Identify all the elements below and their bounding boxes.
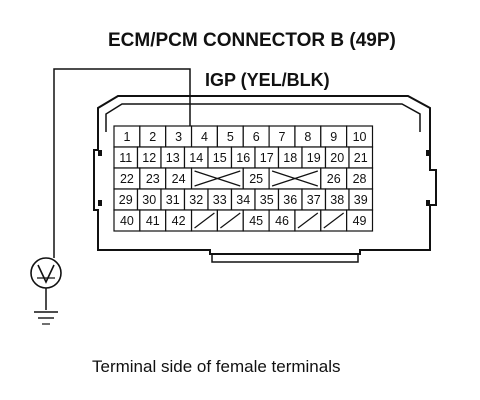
terminal-number: 31 bbox=[166, 193, 180, 207]
terminal-number: 21 bbox=[354, 151, 368, 165]
terminal-number: 26 bbox=[327, 172, 341, 186]
terminal-number: 4 bbox=[201, 130, 208, 144]
terminal-number: 5 bbox=[227, 130, 234, 144]
diagram-title: ECM/PCM CONNECTOR B (49P) bbox=[108, 30, 396, 51]
caption: Terminal side of female terminals bbox=[92, 357, 340, 376]
blank-cavity-mark bbox=[220, 212, 241, 229]
terminal-number: 3 bbox=[175, 130, 182, 144]
terminal-number: 14 bbox=[189, 151, 203, 165]
blank-cavity-mark bbox=[271, 170, 318, 187]
terminal-number: 42 bbox=[172, 214, 186, 228]
terminal-number: 1 bbox=[123, 130, 130, 144]
terminal-number: 25 bbox=[249, 172, 263, 186]
connector-latch bbox=[211, 254, 359, 263]
terminal-number: 8 bbox=[304, 130, 311, 144]
terminal-number: 39 bbox=[354, 193, 368, 207]
terminal-number: 11 bbox=[119, 151, 132, 165]
terminal-number: 28 bbox=[353, 172, 367, 186]
pin-label: IGP (YEL/BLK) bbox=[205, 70, 330, 90]
housing-tab bbox=[426, 150, 430, 156]
terminal-number: 10 bbox=[353, 130, 367, 144]
terminal-number: 34 bbox=[236, 193, 250, 207]
terminal-number: 18 bbox=[283, 151, 297, 165]
terminal-number: 41 bbox=[146, 214, 160, 228]
terminal-number: 22 bbox=[120, 172, 134, 186]
terminal-number: 16 bbox=[236, 151, 250, 165]
terminal-number: 9 bbox=[330, 130, 337, 144]
terminal-number: 6 bbox=[253, 130, 260, 144]
probe-wire bbox=[53, 68, 191, 258]
terminal-number: 15 bbox=[213, 151, 227, 165]
blank-cavity-mark bbox=[194, 170, 241, 187]
housing-tab bbox=[98, 150, 102, 156]
terminal-number: 36 bbox=[283, 193, 297, 207]
terminal-number: 29 bbox=[119, 193, 133, 207]
terminal-number: 38 bbox=[330, 193, 344, 207]
terminal-number: 49 bbox=[353, 214, 367, 228]
terminal-number: 2 bbox=[149, 130, 156, 144]
connector-inner-lip bbox=[105, 103, 421, 132]
terminal-number: 37 bbox=[307, 193, 321, 207]
terminal-number: 13 bbox=[166, 151, 180, 165]
voltmeter-icon bbox=[30, 257, 62, 289]
blank-cavity-mark bbox=[297, 212, 319, 229]
terminal-number: 17 bbox=[260, 151, 274, 165]
terminal-number: 33 bbox=[213, 193, 227, 207]
terminal-number: 19 bbox=[307, 151, 321, 165]
blank-cavity-mark bbox=[323, 212, 345, 229]
terminal-number: 40 bbox=[120, 214, 134, 228]
terminal-cell bbox=[346, 209, 374, 232]
ground-icon bbox=[34, 311, 58, 325]
terminal-number: 12 bbox=[142, 151, 156, 165]
blank-cavity-mark bbox=[194, 212, 215, 229]
terminal-number: 35 bbox=[260, 193, 274, 207]
terminal-number: 46 bbox=[275, 214, 289, 228]
terminal-number: 20 bbox=[330, 151, 344, 165]
terminal-number: 7 bbox=[279, 130, 286, 144]
housing-tab bbox=[426, 200, 430, 206]
terminal-number: 32 bbox=[189, 193, 203, 207]
terminal-number: 30 bbox=[142, 193, 156, 207]
housing-tab bbox=[98, 200, 102, 206]
connector-housing bbox=[93, 95, 437, 255]
terminal-number: 24 bbox=[172, 172, 186, 186]
terminal-number: 23 bbox=[146, 172, 160, 186]
terminal-number: 45 bbox=[249, 214, 263, 228]
